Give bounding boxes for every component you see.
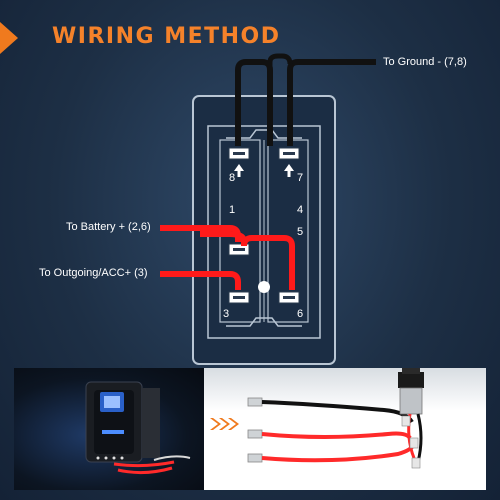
terminal-2	[228, 243, 250, 256]
terminal-6	[278, 291, 300, 304]
pin-label-5: 5	[297, 226, 304, 238]
arrow-up-icon-7	[284, 164, 294, 177]
pin-label-3: 3	[223, 308, 230, 320]
product-illustrations	[85, 368, 424, 475]
arrow-up-icon-8	[234, 164, 244, 177]
center-pivot-dot	[258, 281, 270, 293]
pin-label-7: 7	[297, 172, 304, 184]
pin-label-4: 4	[297, 204, 304, 216]
terminal-7	[278, 147, 300, 160]
switch-jumper-wire-red-2	[117, 466, 173, 475]
switch-top-notch	[226, 129, 302, 139]
pin-label-6: 6	[297, 308, 304, 320]
rocker-switch-image	[85, 381, 160, 463]
pin-label-1: 1	[229, 204, 236, 216]
wiring-harness-image	[247, 368, 424, 469]
switch-jumper-wire-red	[113, 460, 175, 468]
pin-label-8: 8	[229, 172, 236, 184]
outgoing-label: To Outgoing/ACC+ (3)	[39, 267, 148, 279]
battery-wire-6	[200, 231, 295, 290]
ground-wire-bridge	[267, 53, 293, 70]
wiring-diagram	[160, 53, 376, 365]
switch-connector	[153, 455, 191, 461]
terminal-8	[228, 147, 250, 160]
corner-accent-triangle	[0, 22, 18, 54]
battery-label: To Battery + (2,6)	[66, 221, 151, 233]
product-photo-strip	[14, 368, 486, 490]
ground-label: To Ground - (7,8)	[383, 56, 467, 68]
page-title: WIRING METHOD	[52, 24, 281, 49]
terminal-3	[228, 291, 250, 304]
chevrons-right-icon	[210, 418, 239, 430]
outgoing-wire-3	[160, 271, 241, 290]
